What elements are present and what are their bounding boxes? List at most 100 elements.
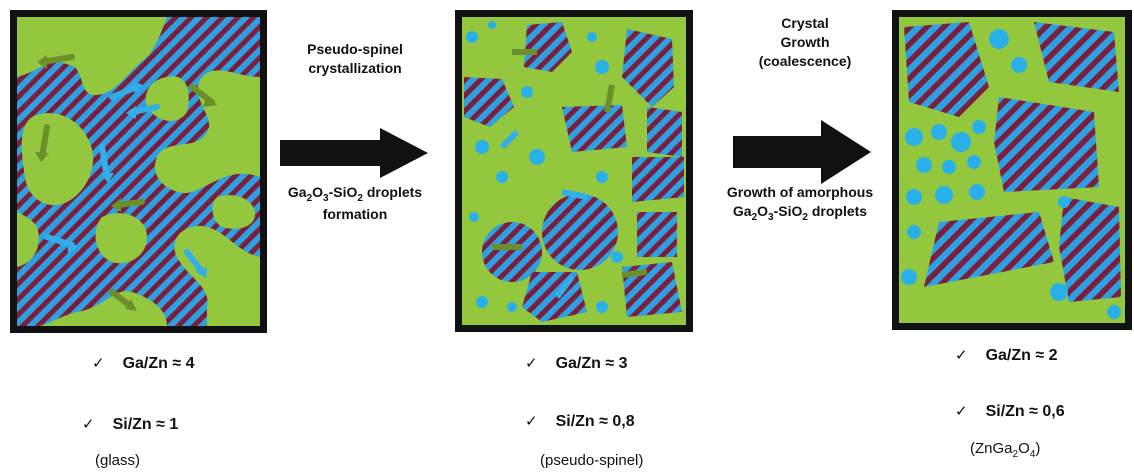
transition-2-top-label: Crystal Growth (coalescence) bbox=[758, 15, 852, 69]
pseudo-spinel-microstructure bbox=[464, 21, 684, 322]
crystal-grain bbox=[522, 272, 587, 322]
crystal-grain bbox=[482, 222, 542, 282]
arrowhead bbox=[111, 198, 121, 212]
flow-arrow bbox=[114, 199, 145, 208]
crystal-grain bbox=[632, 157, 684, 202]
crystal-grain bbox=[542, 194, 618, 270]
flow-arrow bbox=[109, 84, 140, 100]
panel-zinc-gallate bbox=[892, 10, 1132, 330]
flow-arrow bbox=[561, 189, 588, 200]
droplet bbox=[475, 140, 489, 154]
droplet bbox=[901, 269, 917, 285]
flow-arrow bbox=[99, 144, 110, 180]
flow-arrow bbox=[129, 104, 160, 115]
droplet bbox=[1050, 283, 1068, 301]
arrowhead bbox=[203, 95, 217, 107]
crystal-grain bbox=[904, 22, 989, 117]
droplet bbox=[507, 302, 517, 312]
crystal-grain bbox=[464, 77, 514, 127]
process-arrow-1 bbox=[280, 128, 428, 178]
droplet bbox=[967, 155, 981, 169]
panel-1-caption: (glass) bbox=[95, 452, 141, 469]
droplet bbox=[595, 60, 609, 74]
process-arrow-2 bbox=[733, 120, 871, 184]
arrowhead bbox=[37, 55, 47, 69]
droplet bbox=[488, 21, 496, 29]
panel-2-si-zn: ✓Si/Zn ≈ 0,8 bbox=[525, 412, 635, 430]
check-icon: ✓ bbox=[955, 402, 968, 420]
droplet bbox=[906, 189, 922, 205]
formula-line: Ga2O3-SiO2 droplets bbox=[287, 184, 423, 204]
check-icon: ✓ bbox=[525, 354, 538, 372]
zinc-gallate-microstructure bbox=[901, 22, 1121, 319]
panel-1-si-zn: ✓Si/Zn ≈ 1 bbox=[82, 415, 179, 433]
glass-matrix-island bbox=[95, 213, 147, 264]
droplet bbox=[942, 160, 956, 174]
droplet bbox=[969, 184, 985, 200]
droplet bbox=[1011, 57, 1027, 73]
crystal-grain bbox=[1034, 22, 1119, 92]
panel-3-ga-zn: ✓Ga/Zn ≈ 2 bbox=[955, 346, 1058, 364]
flow-arrow bbox=[184, 249, 205, 275]
glass-matrix-island bbox=[21, 113, 94, 206]
crystal-grain bbox=[622, 29, 674, 107]
crystal-grain bbox=[924, 212, 1054, 287]
droplet bbox=[529, 149, 545, 165]
droplet bbox=[935, 186, 953, 204]
panel-2-ga-zn: ✓Ga/Zn ≈ 3 bbox=[525, 354, 628, 372]
droplet bbox=[521, 86, 533, 98]
arrowhead bbox=[195, 267, 207, 278]
droplet bbox=[466, 31, 478, 43]
panel-3-caption: (ZnGa2O4) bbox=[970, 440, 1041, 460]
crystal-grain bbox=[637, 212, 677, 257]
droplet bbox=[496, 171, 508, 183]
arrowhead bbox=[101, 173, 114, 183]
droplet bbox=[596, 301, 608, 313]
panel-2-caption: (pseudo-spinel) bbox=[540, 452, 644, 469]
glass-microstructure bbox=[17, 17, 260, 326]
droplet bbox=[476, 296, 488, 308]
crystal-grain bbox=[562, 105, 627, 152]
droplet bbox=[931, 124, 947, 140]
transition-1-bottom-label: Ga2O3-SiO2 droplets formation bbox=[270, 183, 440, 224]
droplet bbox=[469, 212, 479, 222]
panel-glass bbox=[10, 10, 267, 333]
formula-line: Ga2O3-SiO2 droplets bbox=[732, 202, 868, 223]
arrowhead bbox=[67, 239, 78, 253]
arrowhead bbox=[126, 106, 136, 119]
panel-1-ga-zn: ✓Ga/Zn ≈ 4 bbox=[92, 354, 195, 372]
check-icon: ✓ bbox=[525, 412, 538, 430]
crystal-grain bbox=[647, 107, 682, 157]
check-icon: ✓ bbox=[955, 346, 968, 364]
droplet bbox=[587, 32, 597, 42]
droplet bbox=[611, 251, 623, 263]
crystal-grain bbox=[1059, 197, 1121, 302]
flow-arrow bbox=[554, 275, 575, 299]
panel-pseudo-spinel bbox=[455, 10, 693, 332]
transition-1-top-label: Pseudo-spinel crystallization bbox=[307, 41, 403, 76]
droplet bbox=[1058, 196, 1070, 208]
arrowhead bbox=[125, 299, 137, 311]
flow-arrow bbox=[621, 269, 648, 278]
flow-arrow bbox=[39, 124, 50, 160]
droplet bbox=[907, 225, 921, 239]
crystal-grain bbox=[622, 262, 682, 317]
flow-arrow bbox=[499, 129, 520, 150]
arrowhead bbox=[133, 81, 143, 94]
droplet bbox=[989, 29, 1009, 49]
crystal-grain bbox=[994, 97, 1099, 192]
check-icon: ✓ bbox=[82, 415, 95, 433]
droplet bbox=[905, 128, 923, 146]
droplet bbox=[596, 171, 608, 183]
droplet bbox=[972, 120, 986, 134]
check-icon: ✓ bbox=[92, 354, 105, 372]
crystal-grain bbox=[524, 22, 572, 72]
glass-matrix-island bbox=[212, 195, 256, 229]
droplet bbox=[951, 132, 971, 152]
transition-2-bottom-label: Growth of amorphous Ga2O3-SiO2 droplets bbox=[710, 183, 890, 224]
flow-arrow bbox=[604, 84, 615, 113]
glass-matrix-island bbox=[29, 21, 108, 68]
droplet bbox=[916, 157, 932, 173]
panel-3-si-zn: ✓Si/Zn ≈ 0,6 bbox=[955, 402, 1065, 420]
arrowhead bbox=[35, 152, 49, 162]
